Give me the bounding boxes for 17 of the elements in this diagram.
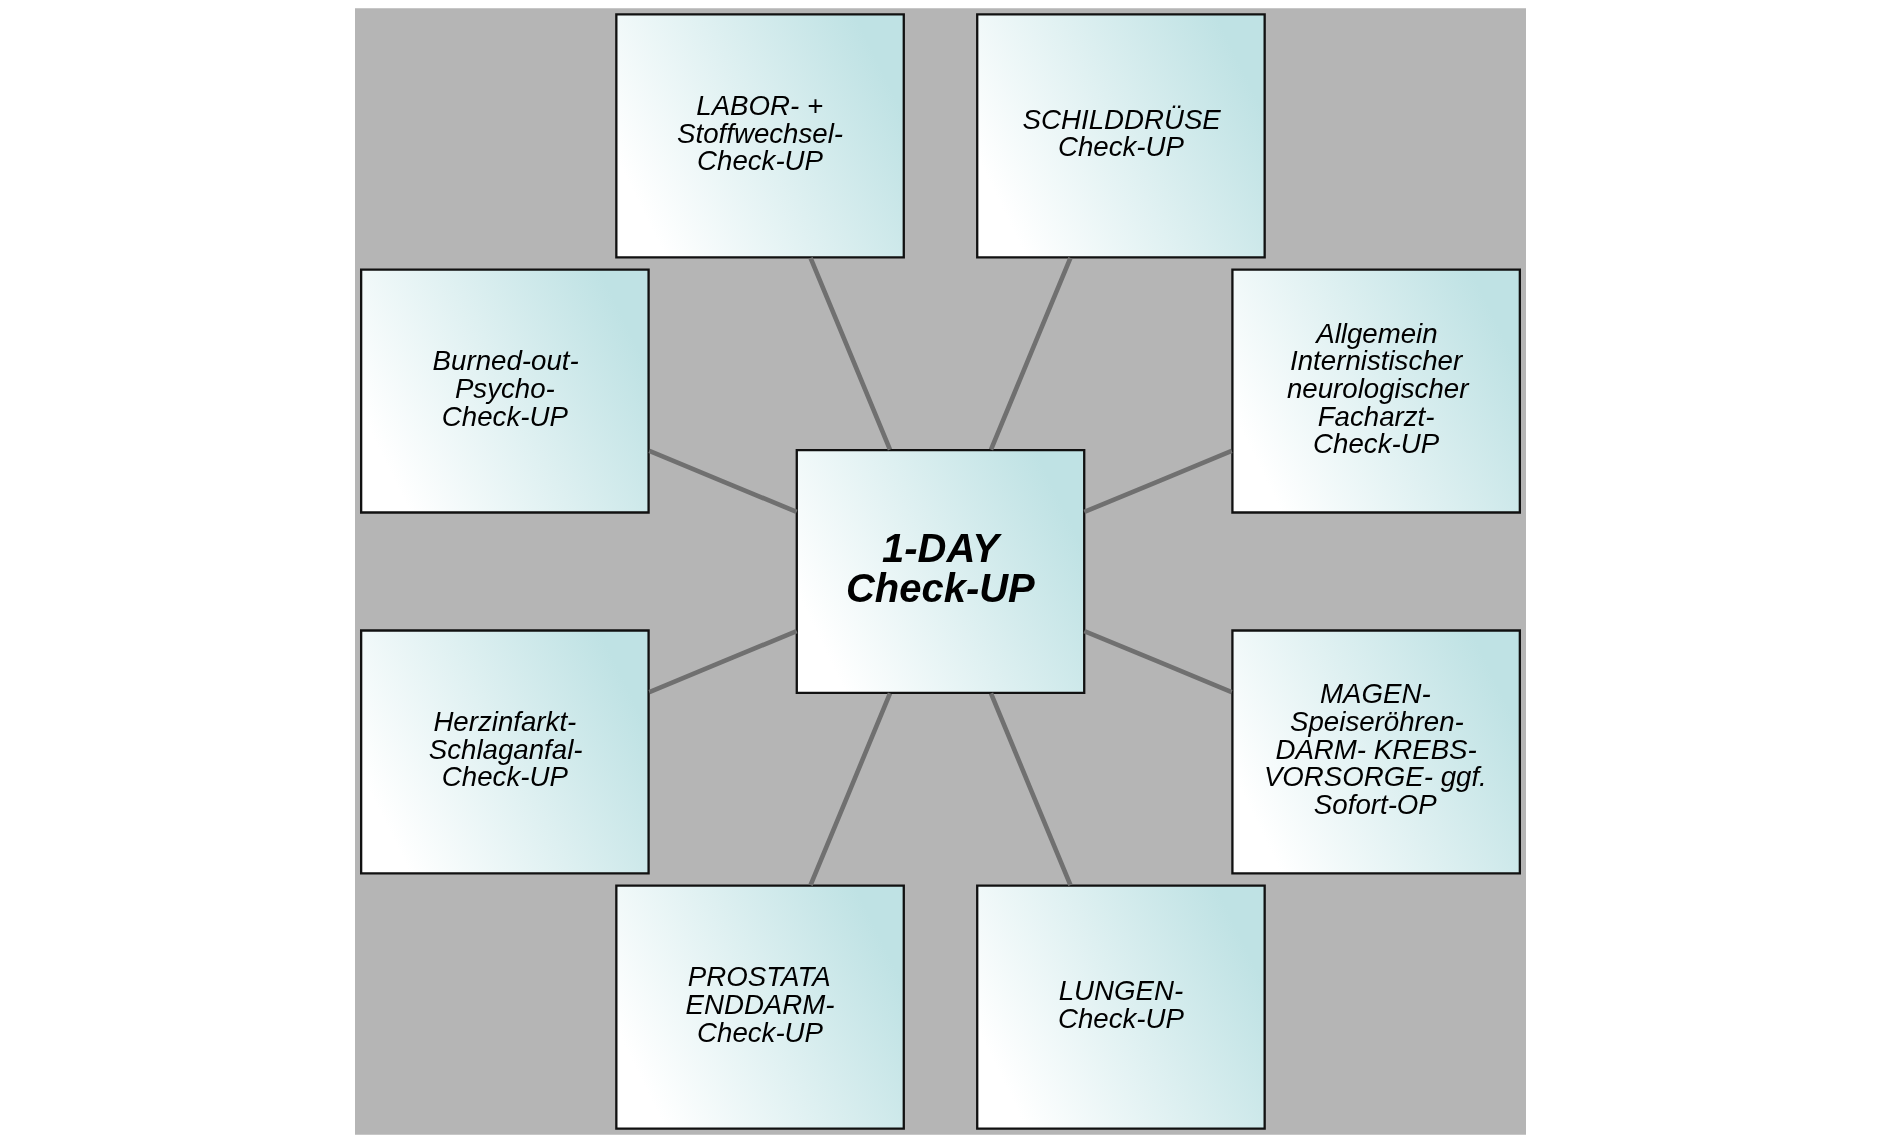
node-box: 1-DAY Check-UP	[795, 448, 1085, 695]
connector	[988, 256, 1073, 451]
connector	[1082, 628, 1233, 695]
node-box: PROSTATA ENDDARM- Check-UP	[614, 884, 905, 1130]
node-box: SCHILDDRÜSE Check-UP	[975, 13, 1266, 259]
connector	[807, 692, 892, 887]
node-box: MAGEN- Speiseröhren- DARM- KREBS- VORSORGE- ggf. Sofort-OP	[1230, 629, 1521, 875]
node-box: LABOR- + Stoffwechsel- Check-UP	[614, 13, 905, 259]
node-box: Herzinfarkt- Schlaganfal- Check-UP	[359, 629, 650, 875]
node-box: LUNGEN- Check-UP	[975, 884, 1266, 1130]
node-box: Burned-out- Psycho- Check-UP	[359, 268, 650, 514]
connector	[807, 256, 892, 451]
connector	[647, 628, 798, 695]
connector	[988, 692, 1073, 887]
connector	[1082, 448, 1233, 515]
node-box: Allgemein Internistischer neurologischer Facharzt- Check-UP	[1230, 268, 1521, 514]
connector	[647, 448, 798, 515]
